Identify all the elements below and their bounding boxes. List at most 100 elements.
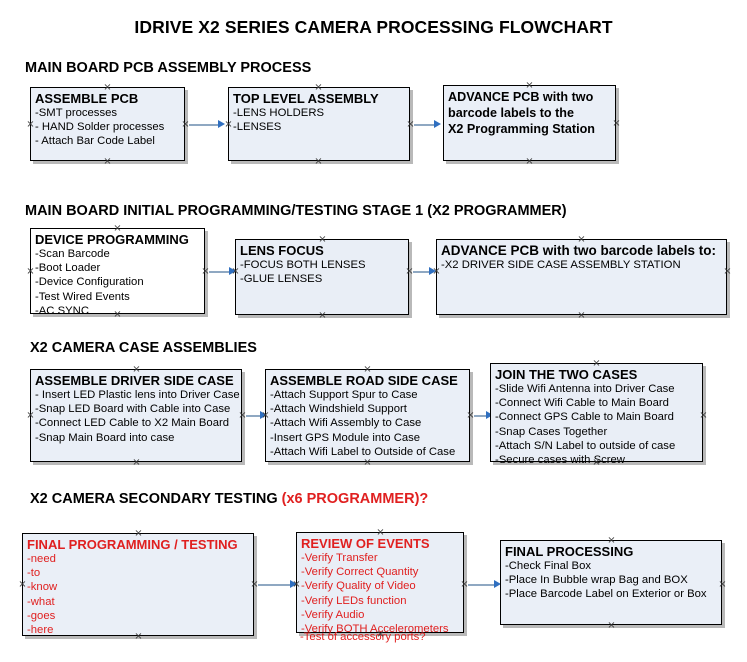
node-item: -Insert GPS Module into Case xyxy=(270,431,421,444)
node-item: -what xyxy=(27,595,55,608)
node-title: ASSEMBLE DRIVER SIDE CASE xyxy=(35,373,234,388)
node-item: -Verify LEDs function xyxy=(301,594,407,607)
connection-handle[interactable] xyxy=(612,119,621,128)
connection-handle[interactable] xyxy=(376,528,385,537)
connection-handle[interactable] xyxy=(231,267,240,276)
connection-handle[interactable] xyxy=(113,224,122,233)
connection-handle[interactable] xyxy=(723,267,732,276)
node-device-programming[interactable]: DEVICE PROGRAMMING -Scan Barcode -Boot L… xyxy=(30,228,205,317)
node-items: -LENS HOLDERS -LENSES xyxy=(233,106,405,134)
node-advance-pcb-to-driver-side-case[interactable]: ADVANCE PCB with two barcode labels to: … xyxy=(436,239,727,315)
connection-handle[interactable] xyxy=(132,365,141,374)
connection-handle[interactable] xyxy=(314,83,323,92)
connection-handle[interactable] xyxy=(607,536,616,545)
connection-handle[interactable] xyxy=(432,267,441,276)
node-item: -Test Wired Events xyxy=(35,290,130,303)
connector-arrow xyxy=(189,124,220,126)
node-item: -Connect GPS Cable to Main Board xyxy=(495,411,674,424)
node-title: LENS FOCUS xyxy=(240,243,324,258)
node-lens-focus[interactable]: LENS FOCUS -FOCUS BOTH LENSES -GLUE LENS… xyxy=(235,239,409,315)
node-title: ASSEMBLE ROAD SIDE CASE xyxy=(270,373,458,388)
connection-handle[interactable] xyxy=(376,630,385,639)
connection-handle[interactable] xyxy=(592,359,601,368)
node-item: -Scan Barcode xyxy=(35,248,110,260)
connection-handle[interactable] xyxy=(261,411,270,420)
node-final-programming-testing[interactable]: FINAL PROGRAMMING / TESTING -need -to -k… xyxy=(22,533,254,636)
node-item: -SMT processes xyxy=(35,107,118,119)
section-header-main-board-initial-programming: MAIN BOARD INITIAL PROGRAMMING/TESTING S… xyxy=(25,203,567,219)
node-item: barcode labels to the xyxy=(448,106,574,120)
connection-handle[interactable] xyxy=(292,580,301,589)
node-item: -Connect Wifi Cable to Main Board xyxy=(495,397,669,410)
connection-handle[interactable] xyxy=(699,411,708,420)
connection-handle[interactable] xyxy=(134,529,143,538)
section-header-text: MAIN BOARD INITIAL PROGRAMMING/TESTING S… xyxy=(25,203,567,219)
connection-handle[interactable] xyxy=(525,157,534,166)
node-top-level-assembly[interactable]: TOP LEVEL ASSEMBLY -LENS HOLDERS -LENSES xyxy=(228,87,410,161)
connection-handle[interactable] xyxy=(577,311,586,320)
connection-handle[interactable] xyxy=(26,267,35,276)
connector-arrow xyxy=(246,415,262,417)
node-items: -Slide Wifi Antenna into Driver Case -Co… xyxy=(495,382,698,467)
node-assemble-driver-side-case[interactable]: ASSEMBLE DRIVER SIDE CASE - Insert LED P… xyxy=(30,369,242,462)
connection-handle[interactable] xyxy=(134,632,143,641)
connection-handle[interactable] xyxy=(318,235,327,244)
node-items: -FOCUS BOTH LENSES -GLUE LENSES xyxy=(240,258,404,286)
node-review-of-events[interactable]: REVIEW OF EVENTS -Verify Transfer -Verif… xyxy=(296,532,464,636)
connection-handle[interactable] xyxy=(525,81,534,90)
node-item: -Attach Support Spur to Case xyxy=(270,389,418,401)
node-items: -Verify Transfer -Verify Correct Quantit… xyxy=(301,551,459,636)
node-item: -goes xyxy=(27,609,56,622)
node-title: REVIEW OF EVENTS xyxy=(301,536,430,551)
connection-handle[interactable] xyxy=(103,157,112,166)
connection-handle[interactable] xyxy=(363,365,372,374)
node-item: -here xyxy=(27,624,54,637)
connection-handle[interactable] xyxy=(607,621,616,630)
connection-handle[interactable] xyxy=(592,458,601,467)
node-join-the-two-cases[interactable]: JOIN THE TWO CASES -Slide Wifi Antenna i… xyxy=(490,363,703,466)
node-item: - Attach Bar Code Label xyxy=(35,135,155,148)
node-item: -Verify BOTH Accelerometers xyxy=(301,623,449,636)
node-items: ADVANCE PCB with two barcode labels to t… xyxy=(448,89,611,137)
connection-handle[interactable] xyxy=(26,411,35,420)
node-item: -Verify Transfer xyxy=(301,552,378,564)
section-header-text: X2 CAMERA CASE ASSEMBLIES xyxy=(30,340,257,356)
node-item: -Device Configuration xyxy=(35,276,144,289)
node-item: -Place In Bubble wrap Bag and BOX xyxy=(505,574,688,587)
node-assemble-road-side-case[interactable]: ASSEMBLE ROAD SIDE CASE -Attach Support … xyxy=(265,369,470,462)
node-item: -need xyxy=(27,553,56,565)
node-title: DEVICE PROGRAMMING xyxy=(35,232,189,247)
node-final-processing[interactable]: FINAL PROCESSING -Check Final Box -Place… xyxy=(500,540,722,625)
connection-handle[interactable] xyxy=(103,83,112,92)
connection-handle[interactable] xyxy=(224,120,233,129)
connection-handle[interactable] xyxy=(363,458,372,467)
node-item: X2 Programming Station xyxy=(448,122,595,136)
node-item: -Attach S/N Label to outside of case xyxy=(495,439,676,452)
node-item: -LENS HOLDERS xyxy=(233,107,325,119)
node-item: -Attach Windshield Support xyxy=(270,403,407,416)
node-item: -Attach Wifi Assembly to Case xyxy=(270,417,422,430)
connector-arrow xyxy=(413,271,431,273)
arrowhead-icon xyxy=(434,120,441,128)
node-item: -Verify Audio xyxy=(301,608,365,621)
node-item: -Connect LED Cable to X2 Main Board xyxy=(35,417,230,430)
section-header-x2-camera-case-assemblies: X2 CAMERA CASE ASSEMBLIES xyxy=(30,340,257,356)
node-item: - HAND Solder processes xyxy=(35,121,165,134)
node-item: -to xyxy=(27,567,41,580)
node-title: FINAL PROCESSING xyxy=(505,544,634,559)
connection-handle[interactable] xyxy=(132,458,141,467)
node-item: -Slide Wifi Antenna into Driver Case xyxy=(495,383,675,395)
section-header-text: X2 CAMERA SECONDARY TESTING xyxy=(30,491,282,507)
connection-handle[interactable] xyxy=(718,580,727,589)
node-item: - Insert LED Plastic lens into Driver Ca… xyxy=(35,389,240,401)
connection-handle[interactable] xyxy=(314,157,323,166)
connection-handle[interactable] xyxy=(18,580,27,589)
node-advance-pcb-to-programming-station[interactable]: ADVANCE PCB with two barcode labels to t… xyxy=(443,85,616,161)
connection-handle[interactable] xyxy=(26,120,35,129)
connection-handle[interactable] xyxy=(577,235,586,244)
node-assemble-pcb[interactable]: ASSEMBLE PCB -SMT processes - HAND Solde… xyxy=(30,87,185,161)
node-item: -LENSES xyxy=(233,121,282,134)
connection-handle[interactable] xyxy=(318,311,327,320)
connection-handle[interactable] xyxy=(113,310,122,319)
connector-arrow xyxy=(468,584,496,586)
